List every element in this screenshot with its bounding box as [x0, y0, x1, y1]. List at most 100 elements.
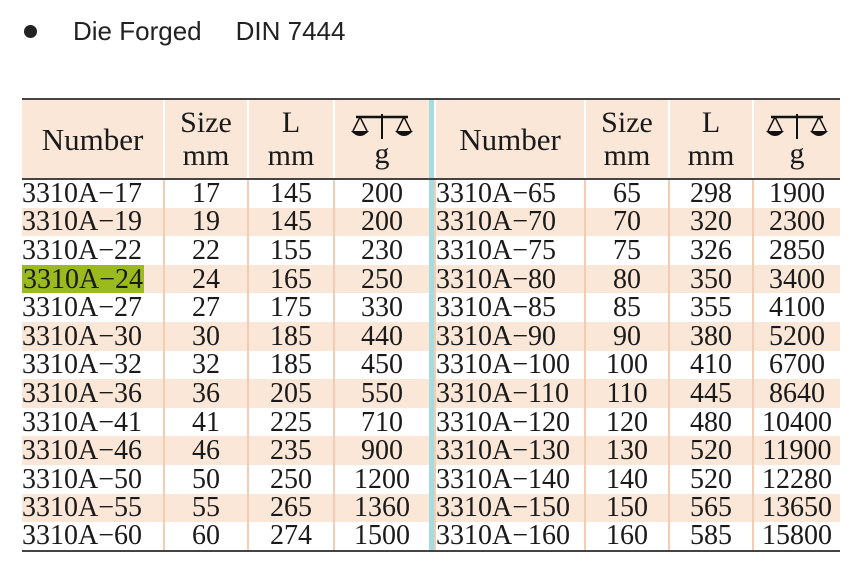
part-number: 3310A−90 [436, 321, 557, 351]
header-weight: g [333, 98, 429, 180]
part-number-cell: 3310A−150 [434, 493, 585, 523]
weight-cell: 2300 [752, 207, 840, 237]
length-cell: 185 [247, 350, 334, 380]
weight-cell: 13650 [752, 493, 840, 523]
part-number-cell: 3310A−160 [434, 522, 585, 552]
weight-cell: 250 [333, 264, 429, 294]
size-cell: 55 [163, 493, 248, 523]
table-divider [429, 436, 435, 465]
part-number: 3310A−19 [22, 207, 143, 237]
size-cell: 80 [584, 264, 669, 294]
size-cell: 22 [163, 236, 248, 265]
part-number: 3310A−75 [436, 236, 557, 265]
length-cell: 380 [668, 321, 753, 351]
length-cell: 145 [247, 207, 334, 237]
size-cell: 150 [584, 493, 669, 523]
length-cell: 520 [668, 436, 753, 465]
part-number: 3310A−27 [22, 293, 143, 322]
weight-cell: 200 [333, 179, 429, 208]
part-number: 3310A−22 [22, 236, 143, 265]
part-number: 3310A−50 [22, 464, 143, 494]
weight-cell: 550 [333, 379, 429, 408]
part-number: 3310A−60 [22, 522, 143, 551]
size-cell: 30 [163, 321, 248, 351]
size-cell: 90 [584, 321, 669, 351]
table-divider [429, 264, 435, 294]
table-divider [429, 464, 435, 494]
standard-code: DIN 7444 [235, 15, 346, 46]
size-cell: 85 [584, 293, 669, 322]
part-number: 3310A−85 [436, 293, 557, 322]
weight-cell: 2850 [752, 236, 840, 265]
length-cell: 235 [247, 436, 334, 465]
length-cell: 225 [247, 407, 334, 437]
weight-unit: g [789, 137, 805, 170]
part-number: 3310A−120 [436, 407, 571, 437]
table-divider [429, 236, 435, 265]
part-number: 3310A−30 [22, 321, 143, 351]
part-number-cell: 3310A−100 [434, 350, 585, 380]
table-divider [429, 379, 435, 408]
weight-cell: 200 [333, 207, 429, 237]
length-cell: 145 [247, 179, 334, 208]
length-cell: 326 [668, 236, 753, 265]
length-cell: 155 [247, 236, 334, 265]
length-cell: 445 [668, 379, 753, 408]
length-cell: 480 [668, 407, 753, 437]
weight-cell: 1200 [333, 464, 429, 494]
part-number: 3310A−160 [436, 522, 571, 551]
weight-cell: 710 [333, 407, 429, 437]
part-number-cell: 3310A−27 [22, 293, 164, 322]
header-number: Number [22, 98, 164, 180]
weight-cell: 230 [333, 236, 429, 265]
length-cell: 250 [247, 464, 334, 494]
part-number: 3310A−32 [22, 350, 143, 380]
size-cell: 24 [163, 264, 248, 294]
part-number-cell: 3310A−75 [434, 236, 585, 265]
length-cell: 165 [247, 264, 334, 294]
part-number: 3310A−41 [22, 407, 143, 437]
weight-cell: 1360 [333, 493, 429, 523]
weight-cell: 11900 [752, 436, 840, 465]
part-number-cell: 3310A−140 [434, 464, 585, 494]
part-number-cell: 3310A−80 [434, 264, 585, 294]
size-cell: 50 [163, 464, 248, 494]
part-number-cell: 3310A−65 [434, 179, 585, 208]
scale-icon [766, 114, 828, 139]
header-weight-right: g [752, 98, 840, 180]
size-cell: 17 [163, 179, 248, 208]
weight-cell: 6700 [752, 350, 840, 380]
part-number-cell: 3310A−19 [22, 207, 164, 237]
size-cell: 32 [163, 350, 248, 380]
size-cell: 130 [584, 436, 669, 465]
length-cell: 185 [247, 321, 334, 351]
size-cell: 46 [163, 436, 248, 465]
length-cell: 274 [247, 522, 334, 552]
part-number-cell: 3310A−46 [22, 436, 164, 465]
length-cell: 205 [247, 379, 334, 408]
table-divider [429, 321, 435, 351]
table-divider [429, 493, 435, 523]
part-number-cell: 3310A−85 [434, 293, 585, 322]
table-divider [429, 407, 435, 437]
bullet-icon [24, 24, 37, 38]
length-cell: 565 [668, 493, 753, 523]
part-number-cell: 3310A−30 [22, 321, 164, 351]
part-number: 3310A−46 [22, 436, 143, 465]
scale-icon [351, 114, 413, 139]
weight-cell: 15800 [752, 522, 840, 552]
size-cell: 36 [163, 379, 248, 408]
table-divider [429, 522, 435, 552]
